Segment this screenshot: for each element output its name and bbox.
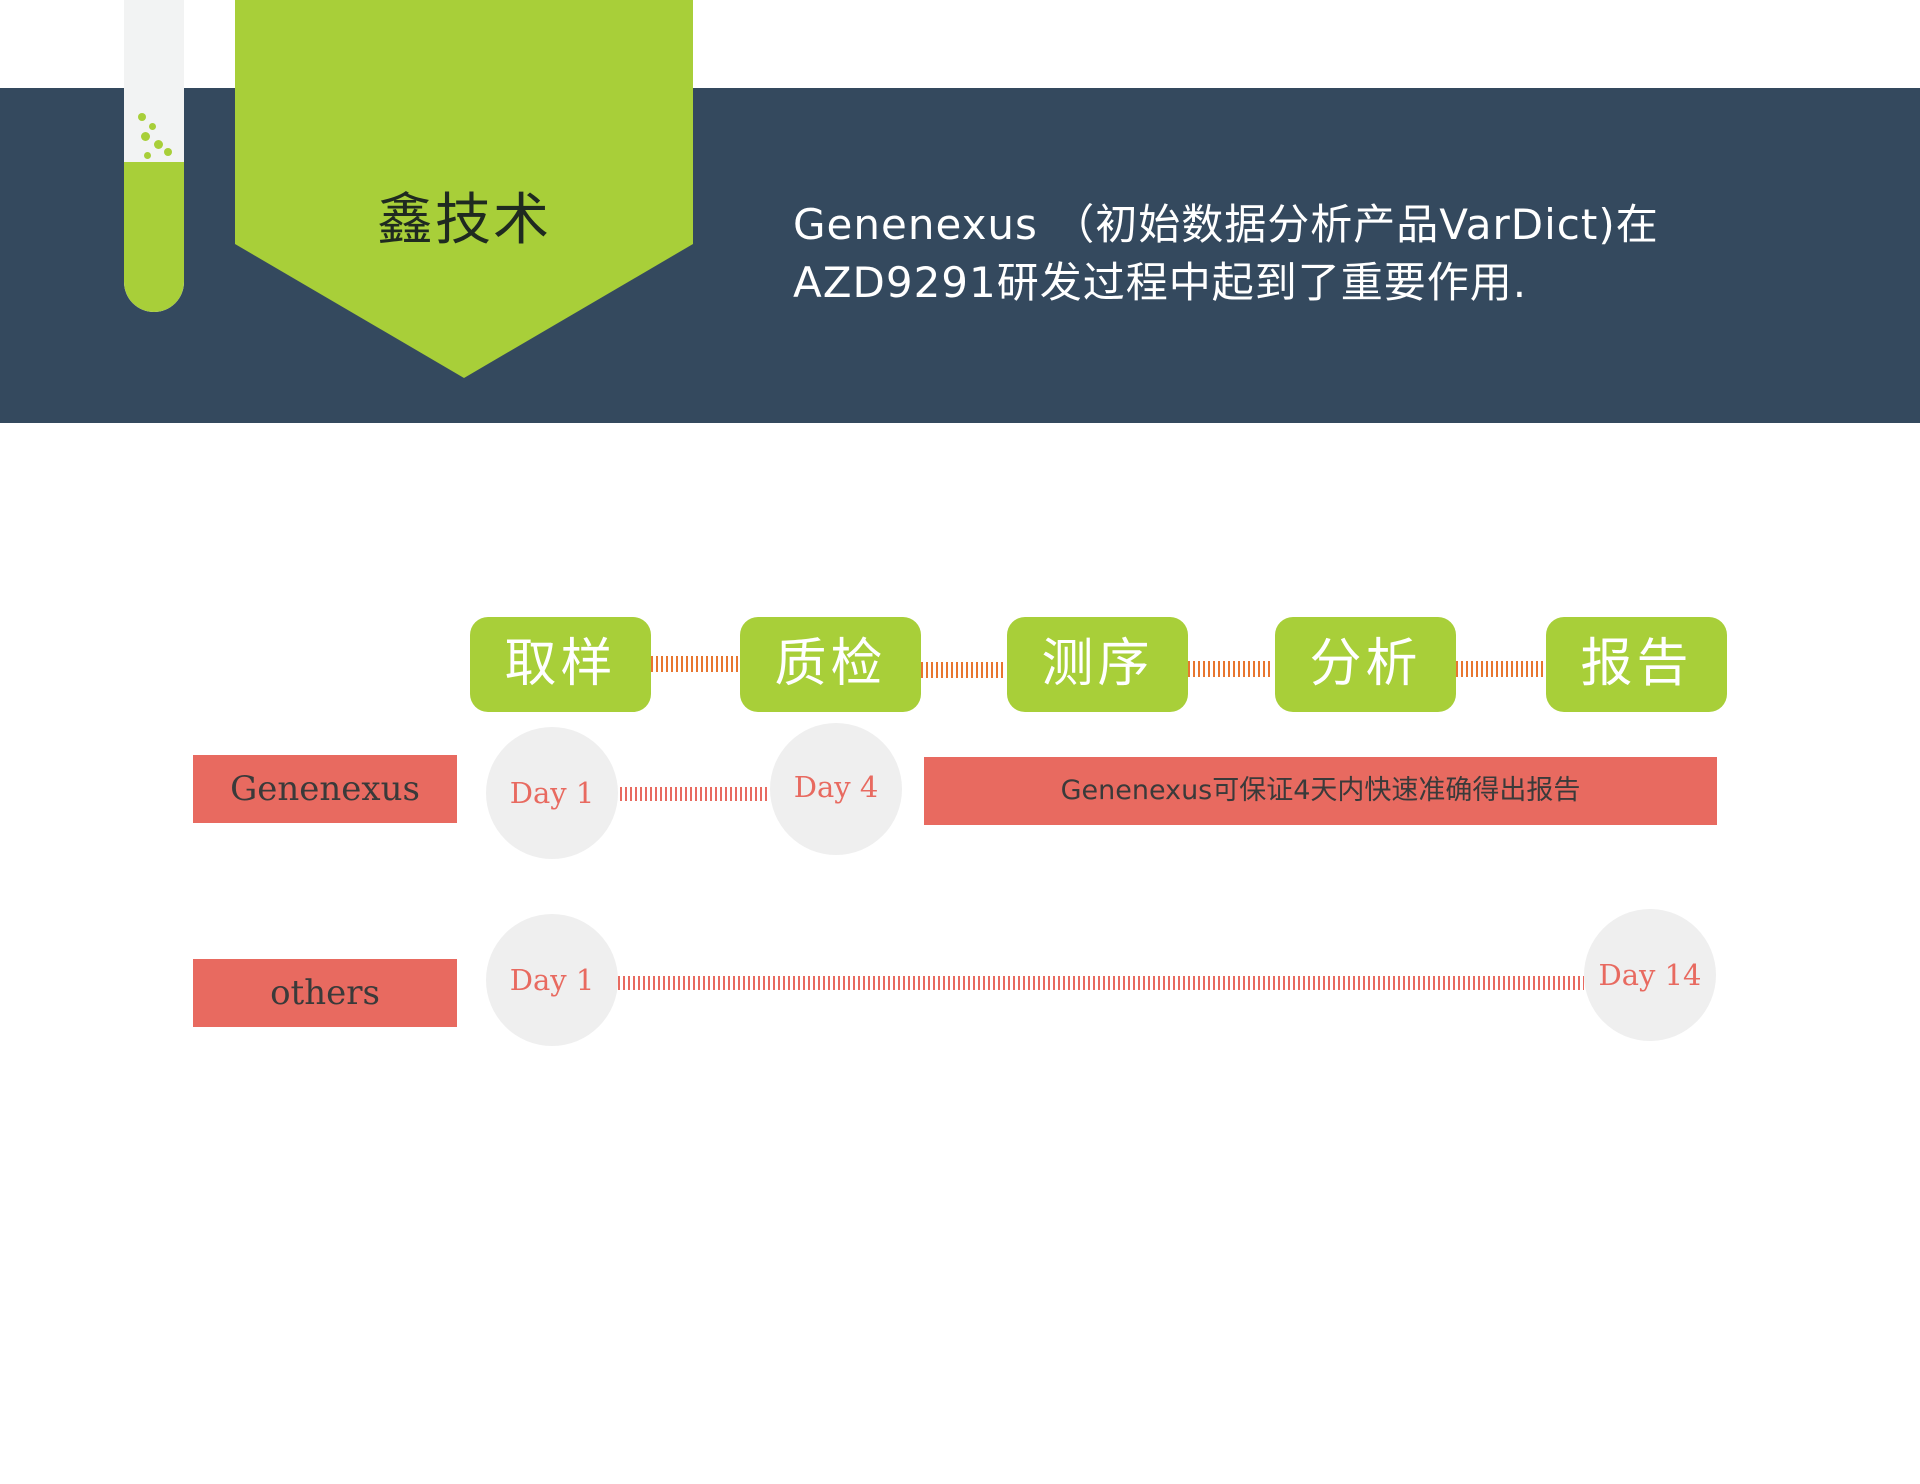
- day-label: Day 4: [793, 770, 879, 804]
- day-circle-others-end: Day 14: [1584, 909, 1716, 1041]
- day-label: Day 14: [1598, 958, 1702, 992]
- bubble: [154, 140, 163, 149]
- page-title: 鑫技术: [377, 188, 551, 253]
- timeline-dashes-genenexus: [620, 787, 768, 801]
- day-label: Day 1: [509, 963, 595, 997]
- step-quality-check: 质检: [740, 617, 921, 712]
- tube-liquid: [124, 162, 184, 312]
- day-circle-genenexus-end: Day 4: [770, 723, 902, 855]
- bubble: [164, 148, 172, 156]
- day-circle-genenexus-start: Day 1: [486, 727, 618, 859]
- day-circle-others-start: Day 1: [486, 914, 618, 1046]
- header-description-line1: Genenexus （初始数据分析产品VarDict)在: [793, 200, 1659, 249]
- step-analysis: 分析: [1275, 617, 1456, 712]
- step-report: 报告: [1546, 617, 1727, 712]
- step-connector: [921, 662, 1005, 678]
- header-description-line2: AZD9291研发过程中起到了重要作用.: [793, 258, 1528, 307]
- bubble: [138, 113, 146, 121]
- test-tube-icon: [124, 0, 184, 312]
- title-banner: [235, 0, 693, 378]
- row-label-genenexus: Genenexus: [193, 755, 457, 823]
- bubble: [149, 123, 156, 130]
- genenexus-note: Genenexus可保证4天内快速准确得出报告: [924, 757, 1717, 825]
- bubble: [144, 152, 151, 159]
- step-connector: [1456, 661, 1544, 677]
- step-connector: [1188, 661, 1272, 677]
- timeline-dashes-others: [618, 976, 1584, 990]
- header-description: Genenexus （初始数据分析产品VarDict)在 AZD9291研发过程…: [793, 196, 1853, 312]
- step-sequencing: 测序: [1007, 617, 1188, 712]
- step-sampling: 取样: [470, 617, 651, 712]
- step-connector: [651, 656, 738, 672]
- bubble: [141, 132, 150, 141]
- row-label-others: others: [193, 959, 457, 1027]
- day-label: Day 1: [509, 776, 595, 810]
